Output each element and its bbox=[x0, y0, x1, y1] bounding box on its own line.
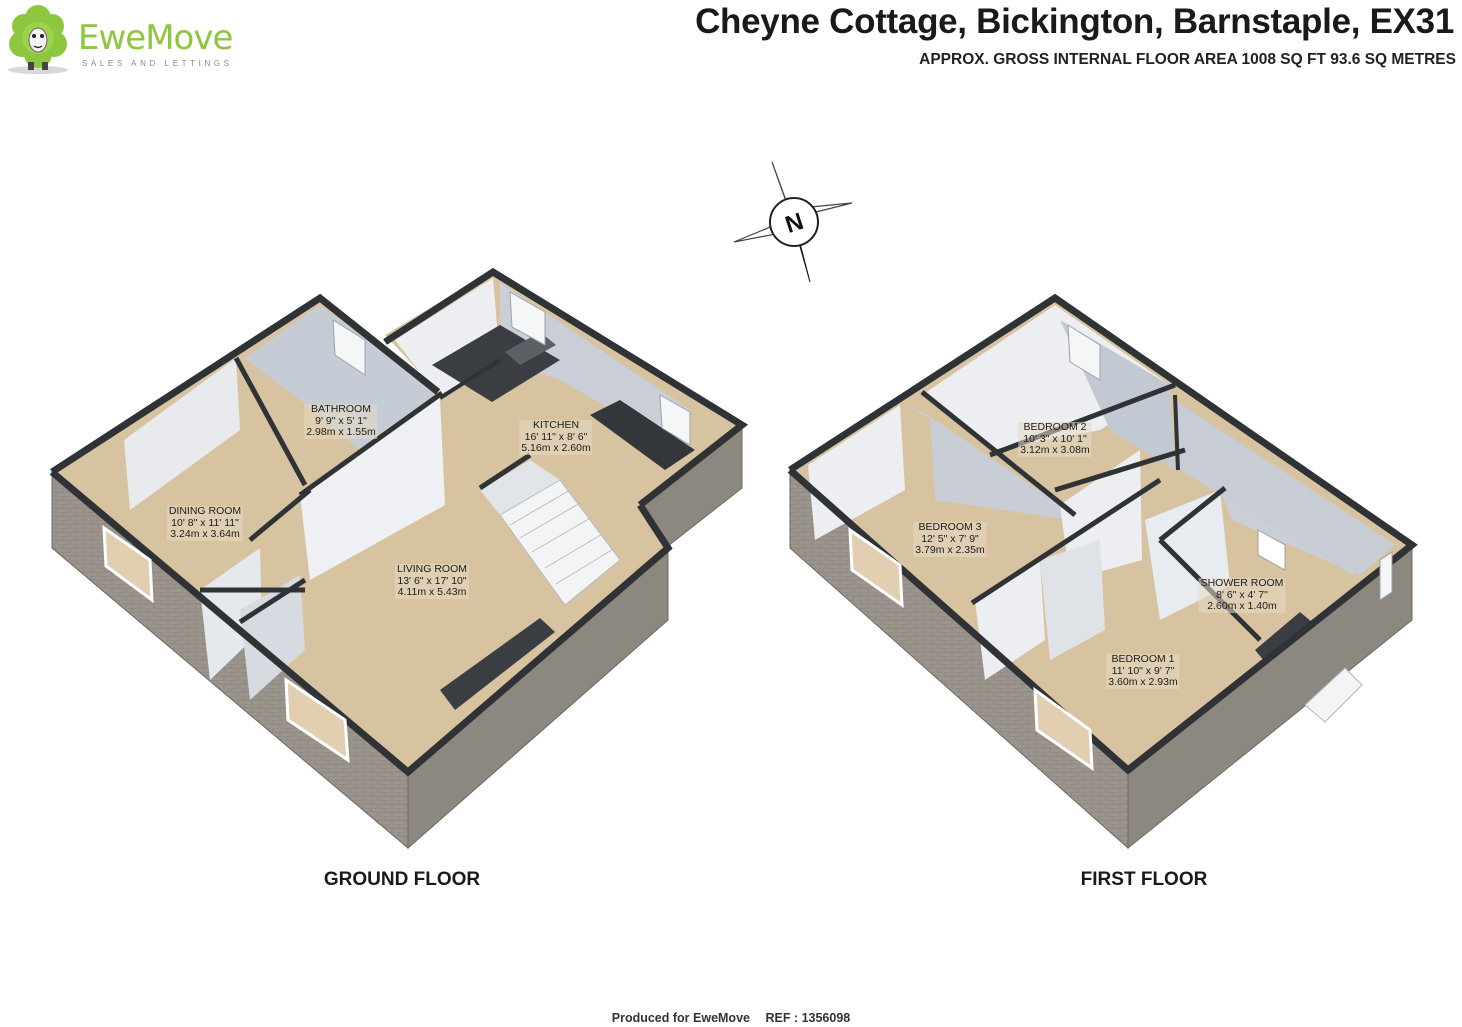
room-dimensions-metric: 3.60m x 2.93m bbox=[1108, 676, 1178, 688]
reference-number: REF : 1356098 bbox=[765, 1011, 851, 1025]
room-dimensions-imperial: 11' 10" x 9' 7" bbox=[1111, 664, 1175, 677]
room-dimensions-imperial: 10' 8" x 11' 11" bbox=[171, 516, 239, 529]
room-dimensions-metric: 3.12m x 3.08m bbox=[1020, 444, 1090, 456]
room-name: BEDROOM 3 bbox=[918, 521, 982, 533]
brand-name: EweMove bbox=[78, 18, 233, 58]
room-name: BATHROOM bbox=[311, 403, 371, 415]
room-dimensions-metric: 3.24m x 3.64m bbox=[170, 528, 240, 540]
room-name: BEDROOM 1 bbox=[1111, 653, 1175, 665]
room-label-dining-room: DINING ROOM 10' 8" x 11' 11" 3.24m x 3.6… bbox=[166, 505, 244, 541]
room-dimensions-metric: 2.98m x 1.55m bbox=[306, 426, 376, 438]
compass-icon bbox=[733, 161, 853, 283]
room-dimensions-imperial: 10' 3" x 10' 1" bbox=[1023, 432, 1087, 445]
produced-for-text: Produced for EweMove bbox=[611, 1011, 750, 1025]
first-floor-title: FIRST FLOOR bbox=[1080, 869, 1208, 890]
room-dimensions-metric: 2.60m x 1.40m bbox=[1207, 600, 1277, 612]
room-name: BEDROOM 2 bbox=[1023, 421, 1087, 433]
floor-area-summary: APPROX. GROSS INTERNAL FLOOR AREA 1008 S… bbox=[919, 51, 1456, 68]
property-title: Cheyne Cottage, Bickington, Barnstaple, … bbox=[695, 2, 1454, 41]
room-name: KITCHEN bbox=[532, 419, 580, 431]
room-dimensions-metric: 5.16m x 2.60m bbox=[521, 442, 591, 454]
room-dimensions-metric: 3.79m x 2.35m bbox=[915, 544, 985, 556]
ground-floor-plan bbox=[49, 267, 749, 850]
room-label-kitchen: KITCHEN 16' 11" x 8' 6" 5.16m x 2.60m bbox=[519, 419, 593, 455]
room-label-bedroom-2: BEDROOM 2 10' 3" x 10' 1" 3.12m x 3.08m bbox=[1018, 421, 1092, 457]
room-label-bedroom-1: BEDROOM 1 11' 10" x 9' 7" 3.60m x 2.93m bbox=[1106, 653, 1180, 689]
room-dimensions-imperial: 12' 5" x 7' 9" bbox=[921, 532, 979, 545]
room-dimensions-imperial: 8' 6" x 4' 7" bbox=[1216, 588, 1268, 601]
room-label-living-room: LIVING ROOM 13' 6" x 17' 10" 4.11m x 5.4… bbox=[394, 563, 470, 599]
room-dimensions-imperial: 9' 9" x 5' 1" bbox=[315, 414, 367, 427]
ewemove-logo: EweMove SALES AND LETTINGS bbox=[4, 4, 244, 76]
brand-tagline: SALES AND LETTINGS bbox=[82, 59, 233, 68]
footer: Produced for EweMove REF : 1356098 bbox=[0, 1011, 1462, 1025]
room-name: DINING ROOM bbox=[168, 505, 242, 517]
room-name: LIVING ROOM bbox=[396, 563, 468, 575]
room-label-bathroom: BATHROOM 9' 9" x 5' 1" 2.98m x 1.55m bbox=[304, 403, 378, 439]
room-dimensions-imperial: 13' 6" x 17' 10" bbox=[397, 574, 467, 587]
room-dimensions-imperial: 16' 11" x 8' 6" bbox=[524, 430, 588, 443]
room-label-shower-room: SHOWER ROOM 8' 6" x 4' 7" 2.60m x 1.40m bbox=[1198, 577, 1286, 613]
room-dimensions-metric: 4.11m x 5.43m bbox=[397, 586, 467, 598]
ground-floor-title: GROUND FLOOR bbox=[323, 869, 481, 890]
room-label-bedroom-3: BEDROOM 3 12' 5" x 7' 9" 3.79m x 2.35m bbox=[913, 521, 987, 557]
first-floor-plan bbox=[787, 293, 1418, 850]
room-name: SHOWER ROOM bbox=[1200, 577, 1284, 589]
sheep-mascot-icon bbox=[8, 5, 68, 74]
